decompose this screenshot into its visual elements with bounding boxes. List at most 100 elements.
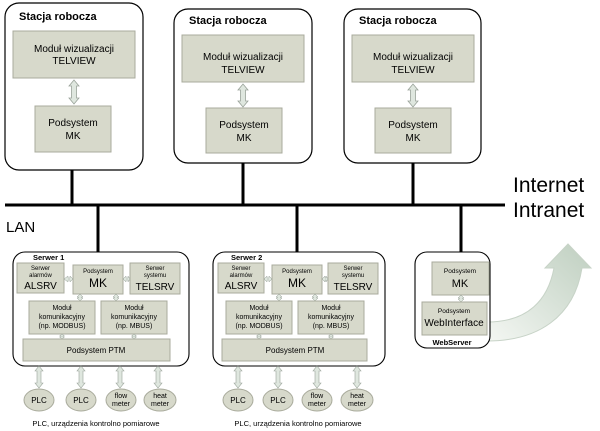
svg-text:TELSRV: TELSRV	[334, 282, 373, 293]
svg-text:meter: meter	[112, 401, 131, 408]
svg-text:(np. MODBUS): (np. MODBUS)	[38, 323, 85, 330]
double-arrow-icon	[63, 275, 74, 283]
devices-caption: PLC, urządzenia kontrolno pomiarowe	[32, 419, 159, 428]
svg-text:PLC: PLC	[31, 396, 47, 405]
workstation-title: Stacja robocza	[189, 15, 268, 27]
svg-text:Podsystem: Podsystem	[438, 308, 470, 315]
device-arrows-2	[233, 365, 362, 389]
svg-text:ALSRV: ALSRV	[24, 281, 57, 292]
svg-text:MK: MK	[66, 131, 81, 142]
alsrv-box	[16, 262, 65, 294]
svg-text:Moduł wizualizacji: Moduł wizualizacji	[34, 44, 114, 55]
svg-text:PLC: PLC	[270, 396, 286, 405]
svg-text:Serwer: Serwer	[31, 266, 50, 272]
svg-text:Podsystem: Podsystem	[282, 269, 312, 275]
svg-text:MK: MK	[89, 276, 107, 290]
workstation-title: Stacja robocza	[19, 11, 98, 23]
double-arrow-icon	[237, 83, 249, 108]
webserver-label: WebServer	[432, 338, 471, 347]
device-plc	[222, 388, 254, 412]
svg-text:PLC: PLC	[230, 396, 246, 405]
double-arrow-icon	[407, 83, 419, 108]
mk-box	[271, 264, 323, 295]
svg-text:TELVIEW: TELVIEW	[221, 65, 265, 76]
mk-box	[72, 264, 124, 295]
webinterface-box	[421, 301, 488, 336]
svg-text:Podsystem: Podsystem	[444, 268, 476, 275]
mk-subsystem	[205, 107, 283, 154]
svg-text:TELVIEW: TELVIEW	[52, 56, 96, 67]
svg-text:systemu: systemu	[144, 273, 166, 279]
svg-text:(np. MBUS): (np. MBUS)	[313, 323, 350, 330]
mk-box	[431, 261, 490, 296]
svg-text:WebInterface: WebInterface	[424, 318, 484, 329]
device-plc	[23, 388, 55, 412]
device-flow-meter	[105, 388, 137, 412]
devices-caption: PLC, urządzenia kontrolno pomiarowe	[234, 419, 361, 428]
svg-text:komunikacyjny: komunikacyjny	[236, 314, 282, 321]
server-title: Serwer 2	[231, 253, 262, 262]
svg-text:Serwer: Serwer	[343, 266, 362, 272]
comm-module-modbus	[28, 300, 96, 335]
double-arrow-icon	[68, 79, 80, 105]
svg-text:Moduł: Moduł	[52, 305, 72, 312]
svg-text:alarmów: alarmów	[29, 273, 52, 279]
device-plc	[65, 388, 97, 412]
server-1: Serwer 1 Serwer alarmów ALSRV Podsystem …	[12, 251, 190, 367]
double-arrow-icon	[263, 275, 273, 283]
svg-text:Podsystem: Podsystem	[388, 120, 437, 131]
ptm-box	[22, 338, 171, 362]
svg-text:MK: MK	[406, 133, 421, 144]
double-arrow-icon	[122, 275, 131, 283]
ptm-box	[221, 338, 368, 362]
svg-text:Podsystem: Podsystem	[83, 269, 113, 275]
svg-text:(np. MBUS): (np. MBUS)	[116, 323, 153, 330]
svg-text:komunikacyjny: komunikacyjny	[111, 314, 157, 321]
svg-text:meter: meter	[348, 401, 367, 408]
svg-text:MK: MK	[237, 133, 252, 144]
svg-text:Moduł: Moduł	[321, 305, 341, 312]
telsrv-box	[129, 262, 181, 295]
svg-text:Moduł: Moduł	[124, 305, 144, 312]
svg-text:PLC: PLC	[73, 396, 89, 405]
svg-text:Moduł wizualizacji: Moduł wizualizacji	[203, 52, 283, 63]
svg-text:flow: flow	[311, 393, 324, 400]
device-flow-meter	[301, 388, 333, 412]
lan-label: LAN	[6, 219, 35, 236]
workstation-2: Stacja robocza Moduł wizualizacji TELVIE…	[173, 8, 313, 164]
devices-2: PLC PLC flow meter heat meter PLC, urząd…	[222, 388, 374, 428]
mk-subsystem	[34, 105, 112, 153]
svg-text:Podsystem PTM: Podsystem PTM	[266, 346, 325, 355]
comm-module-mbus	[100, 300, 168, 335]
svg-text:TELSRV: TELSRV	[136, 282, 175, 293]
svg-text:meter: meter	[308, 401, 327, 408]
internet-label: Internet	[513, 174, 584, 197]
devices-1: PLC PLC flow meter heat meter PLC, urząd…	[23, 388, 177, 428]
svg-text:Serwer: Serwer	[231, 266, 250, 272]
telview-module	[351, 34, 475, 83]
telsrv-box	[327, 262, 379, 295]
svg-text:Podsystem: Podsystem	[48, 118, 97, 129]
svg-text:(np. MODBUS): (np. MODBUS)	[235, 323, 282, 330]
telview-module	[12, 30, 136, 79]
svg-text:alarmów: alarmów	[230, 273, 253, 279]
svg-text:Podsystem PTM: Podsystem PTM	[67, 346, 126, 355]
double-arrow-icon	[321, 275, 329, 283]
svg-text:TELVIEW: TELVIEW	[391, 65, 435, 76]
svg-text:heat: heat	[350, 393, 364, 400]
server-title: Serwer 1	[33, 253, 64, 262]
svg-text:systemu: systemu	[342, 273, 364, 279]
workstation-1: Stacja robocza Moduł wizualizacji TELVIE…	[4, 2, 144, 171]
server-2: Serwer 2 Serwer alarmów ALSRV Podsystem …	[212, 251, 386, 367]
svg-text:komunikacyjny: komunikacyjny	[308, 314, 354, 321]
svg-text:Moduł wizualizacji: Moduł wizualizacji	[373, 52, 453, 63]
mk-subsystem	[374, 107, 452, 154]
svg-text:flow: flow	[115, 393, 128, 400]
intranet-label: Intranet	[513, 199, 584, 222]
device-heat-meter	[143, 388, 177, 412]
webserver: Podsystem MK Podsystem WebInterface WebS…	[414, 251, 491, 349]
alsrv-box	[217, 262, 265, 294]
svg-text:heat: heat	[153, 393, 167, 400]
device-heat-meter	[340, 388, 374, 412]
